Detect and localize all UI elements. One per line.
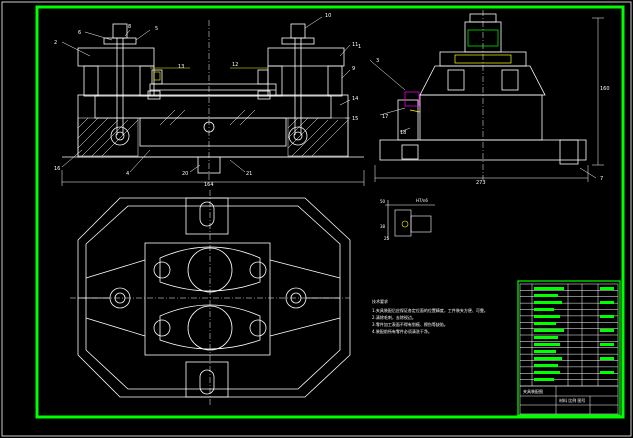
svg-text:3.零件加工表面不得有划痕、擦伤等缺陷。: 3.零件加工表面不得有划痕、擦伤等缺陷。 <box>372 321 448 327</box>
title-block-fill <box>534 287 614 381</box>
svg-text:13: 13 <box>178 64 184 70</box>
svg-text:6: 6 <box>78 30 81 36</box>
side-view-callouts: 3 1 17 18 7 273 160 <box>358 44 610 186</box>
svg-text:50: 50 <box>380 199 386 204</box>
drawing-frame <box>35 5 625 419</box>
svg-text:1.夹具装配后应保证各定位面的位置精度，工件装夹方便、可靠。: 1.夹具装配后应保证各定位面的位置精度，工件装夹方便、可靠。 <box>372 307 488 313</box>
svg-text:2.清除毛刺，去除锐边。: 2.清除毛刺，去除锐边。 <box>372 314 416 320</box>
side-view <box>369 10 604 182</box>
svg-text:25: 25 <box>384 236 390 241</box>
front-view-callouts: 2 6 8 5 10 11 9 13 12 14 15 16 4 20 21 1… <box>54 13 358 188</box>
svg-text:273: 273 <box>476 180 486 186</box>
front-view <box>61 16 365 186</box>
svg-text:4.装配前所有零件必须清洗干净。: 4.装配前所有零件必须清洗干净。 <box>372 328 432 334</box>
svg-text:17: 17 <box>382 114 388 120</box>
side-view-accents <box>404 29 512 113</box>
svg-text:12: 12 <box>232 62 238 68</box>
top-view <box>70 190 351 405</box>
svg-text:9: 9 <box>352 66 355 72</box>
svg-text:8: 8 <box>128 24 131 30</box>
svg-text:夹具装配图: 夹具装配图 <box>523 388 543 394</box>
svg-text:2: 2 <box>54 40 57 46</box>
svg-text:164: 164 <box>204 182 214 188</box>
svg-text:7: 7 <box>600 176 603 182</box>
svg-text:18: 18 <box>400 130 406 136</box>
front-view-accents <box>150 67 268 81</box>
svg-text:16: 16 <box>54 166 60 172</box>
svg-text:21: 21 <box>246 171 252 177</box>
svg-text:14: 14 <box>352 96 358 102</box>
svg-text:1: 1 <box>358 44 361 50</box>
svg-text:材料 比例 图号: 材料 比例 图号 <box>559 397 586 403</box>
svg-text:H7/n6: H7/n6 <box>416 198 428 203</box>
svg-text:11: 11 <box>352 42 358 48</box>
technical-notes: 技术要求 1.夹具装配后应保证各定位面的位置精度，工件装夹方便、可靠。 2.清除… <box>372 298 488 334</box>
svg-text:38: 38 <box>380 224 386 229</box>
base-hatching <box>77 109 349 157</box>
detail-view <box>385 200 435 240</box>
svg-text:20: 20 <box>182 171 188 177</box>
svg-text:3: 3 <box>376 58 379 64</box>
svg-text:技术要求: 技术要求 <box>372 298 388 304</box>
detail-view-labels: 50 38 25 H7/n6 <box>380 198 428 241</box>
svg-text:5: 5 <box>155 26 158 32</box>
svg-text:4: 4 <box>126 171 129 177</box>
svg-text:160: 160 <box>600 86 610 92</box>
svg-text:10: 10 <box>325 13 331 19</box>
title-block-labels: 夹具装配图 材料 比例 图号 <box>523 388 586 403</box>
svg-text:15: 15 <box>352 116 358 122</box>
